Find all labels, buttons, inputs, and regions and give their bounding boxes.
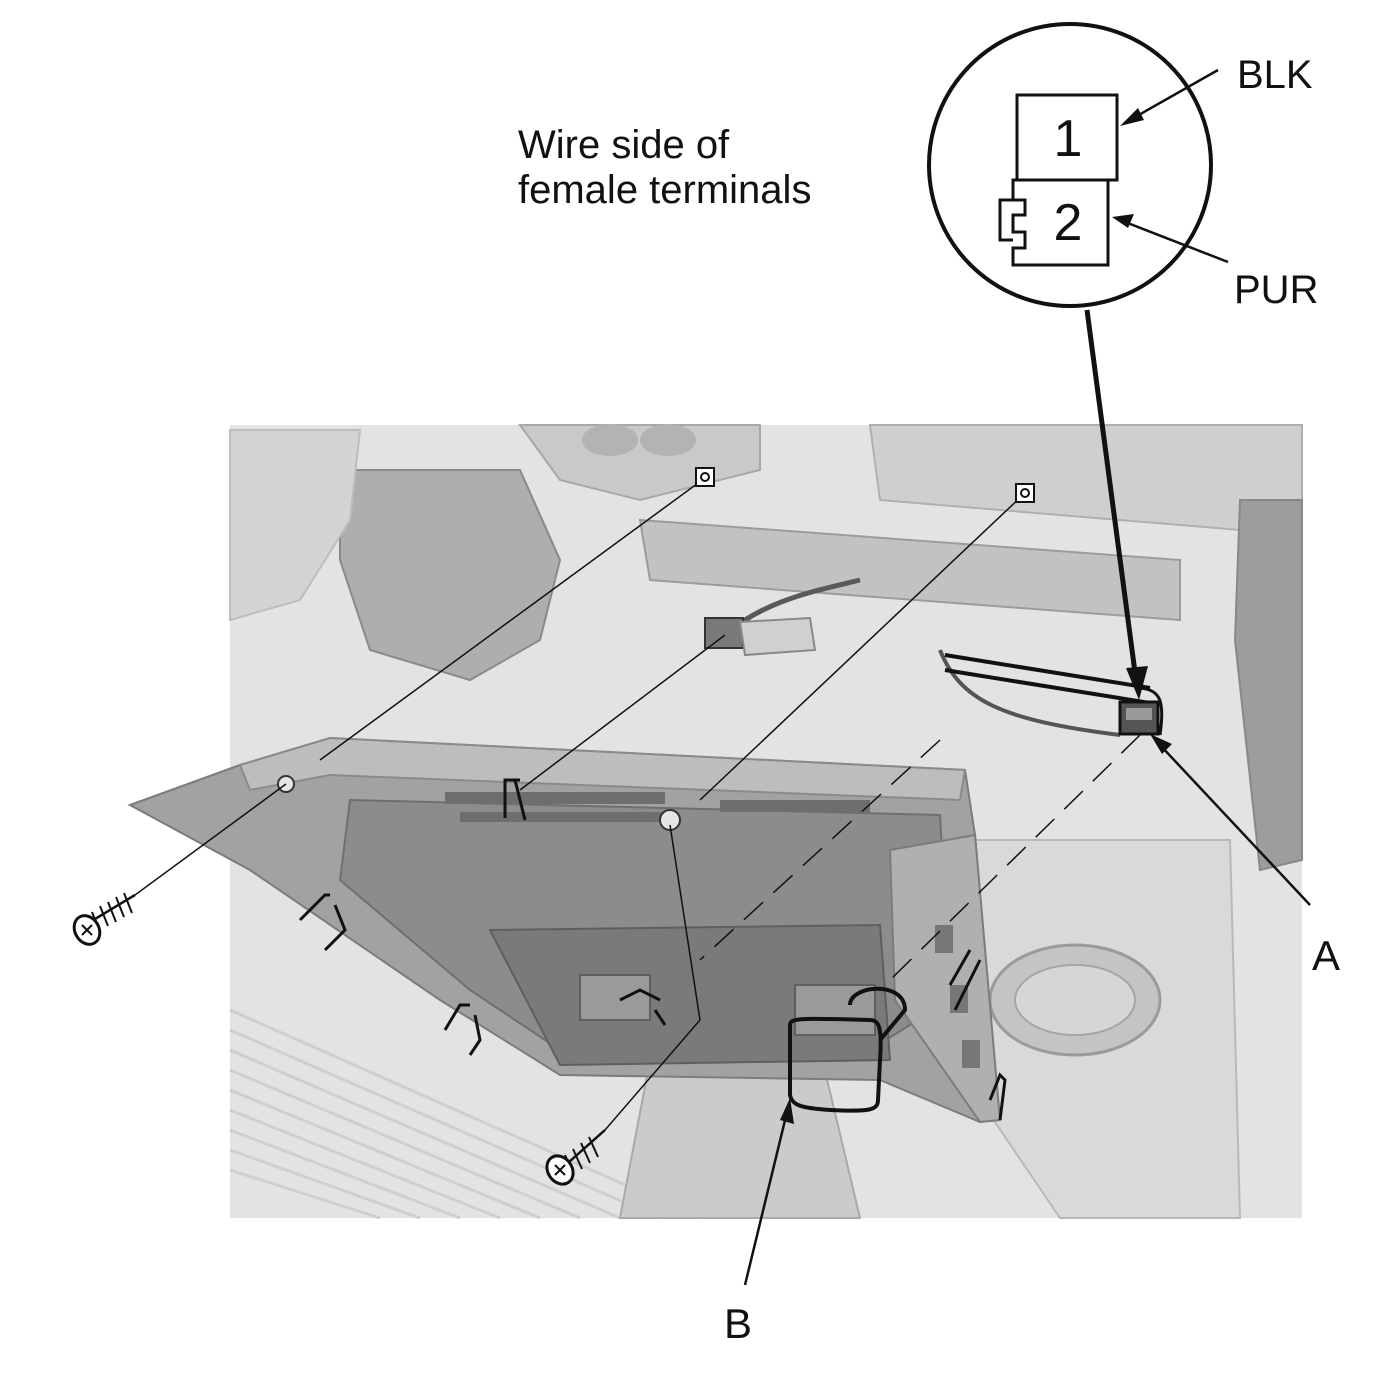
callout-a-label: A (1312, 932, 1340, 979)
screw-hole-center (659, 809, 681, 831)
terminal-1-number: 1 (1054, 110, 1083, 168)
terminal-2-number: 2 (1054, 194, 1083, 252)
screw-lower (545, 1129, 606, 1186)
connector-b-outline (788, 1016, 883, 1113)
screw-upper-left (72, 892, 136, 946)
wire-color-pur-label: PUR (1234, 268, 1318, 312)
mount-point-top-left (695, 467, 715, 487)
caption-line-1: Wire side of (518, 123, 730, 167)
terminal-2-cavity (1011, 178, 1110, 267)
lower-dash-panel (127, 736, 1007, 1124)
connector-detail-view: 1 2 (927, 22, 1213, 308)
callout-b-label: B (724, 1300, 752, 1347)
steering-column (339, 469, 562, 682)
wire-color-blk-label: BLK (1237, 53, 1313, 97)
dashboard-illustration (229, 424, 1303, 1220)
connector-a (944, 653, 1164, 736)
alignment-lines (134, 477, 1141, 1131)
harness-connector (704, 617, 744, 649)
terminal-1-cavity (1015, 93, 1119, 182)
mount-point-top-right (1015, 483, 1035, 503)
floor-mat (229, 1008, 701, 1220)
caption-line-2: female terminals (518, 168, 811, 212)
